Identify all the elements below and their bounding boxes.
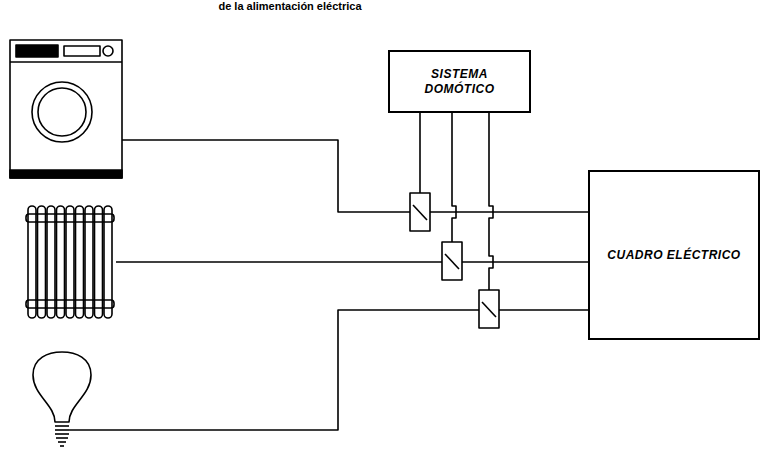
light-bulb: [33, 352, 91, 446]
radiator: [26, 206, 114, 318]
box-label: CUADRO ELÉCTRICO: [603, 248, 745, 263]
relay-switch: [410, 193, 499, 328]
diagram-title: de la alimentación eléctrica: [0, 0, 580, 12]
control-wire: [420, 113, 493, 290]
box-label: SISTEMA DOMÓTICO: [403, 67, 516, 97]
electrical-panel-box: CUADRO ELÉCTRICO: [588, 170, 760, 340]
washing-machine: [10, 40, 122, 178]
power-wire: [69, 140, 588, 430]
control-system-box: SISTEMA DOMÓTICO: [388, 50, 531, 113]
